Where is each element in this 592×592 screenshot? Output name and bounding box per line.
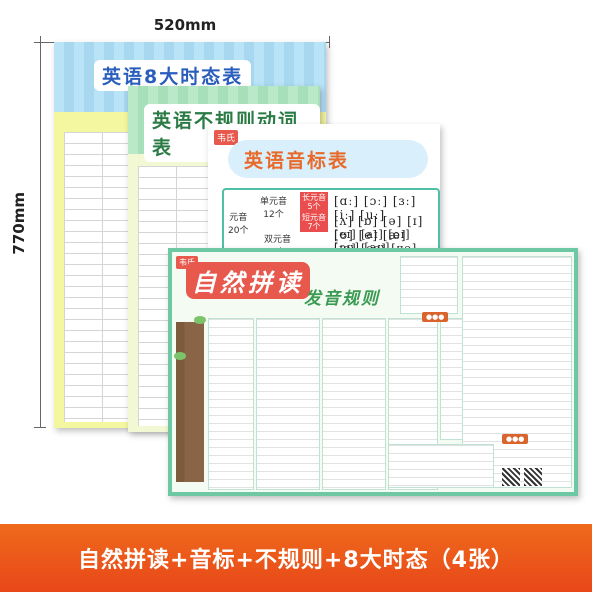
- leaf-decoration: [174, 352, 186, 360]
- section-ribbon: ●●●: [422, 312, 449, 322]
- width-label: 520mm: [153, 16, 217, 34]
- long-vowel-symbols: [ɑː] [ɔː] [ɜː] [iː] [uː]: [334, 194, 417, 222]
- qr-code-icon: [524, 468, 542, 486]
- poster-title: 英语8大时态表: [94, 60, 252, 91]
- single-vowel-label: 单元音 12个: [260, 197, 288, 220]
- poster-subtitle: 发音规则: [304, 289, 380, 309]
- tree-illustration: [176, 322, 204, 482]
- short-vowel-symbols: [ʌ] [ɒ] [ə] [ɪ] [ʊ] [e] [æ]: [334, 214, 424, 242]
- vowel-label: 元音 20个: [228, 213, 249, 236]
- phonics-column-3: [322, 318, 386, 490]
- phonics-bottom-notes: [388, 444, 494, 488]
- poster-phonetics: 韦氏 英语音标表 元音 20个 单元音 12个 长元音 5个 短元音 7个 [ɑ…: [208, 124, 440, 258]
- long-vowel-tag: 长元音 5个: [300, 192, 328, 212]
- leaf-decoration: [194, 316, 206, 324]
- height-tick-top: [34, 42, 46, 43]
- qr-code-icon: [502, 468, 520, 486]
- cloud-decoration: [228, 140, 428, 178]
- phonics-column-1: [208, 318, 254, 490]
- short-vowel-tag: 短元音 7个: [300, 212, 328, 232]
- width-tick-right: [329, 36, 330, 48]
- width-dimension: 520mm: [40, 12, 330, 48]
- banner-text: 自然拼读+音标+不规则+8大时态（4张）: [78, 548, 514, 573]
- height-label: 770mm: [10, 192, 28, 255]
- poster-title: 自然拼读: [186, 262, 310, 299]
- product-banner: 自然拼读+音标+不规则+8大时态（4张）: [0, 524, 592, 592]
- brand-badge: 韦氏: [214, 130, 239, 145]
- poster-phonics: 韦氏 自然拼读 发音规则 ●●● ●●●: [168, 248, 578, 496]
- poster-title: 英语音标表: [244, 150, 350, 172]
- height-dimension: 770mm: [4, 42, 46, 428]
- height-line: [40, 42, 41, 428]
- phonics-title-area: 自然拼读 发音规则: [172, 252, 382, 312]
- tenses-table: [64, 132, 134, 422]
- phonics-column-2: [256, 318, 320, 490]
- height-tick-bottom: [34, 427, 46, 428]
- section-ribbon: ●●●: [502, 434, 529, 444]
- phonics-top-table: [400, 256, 458, 314]
